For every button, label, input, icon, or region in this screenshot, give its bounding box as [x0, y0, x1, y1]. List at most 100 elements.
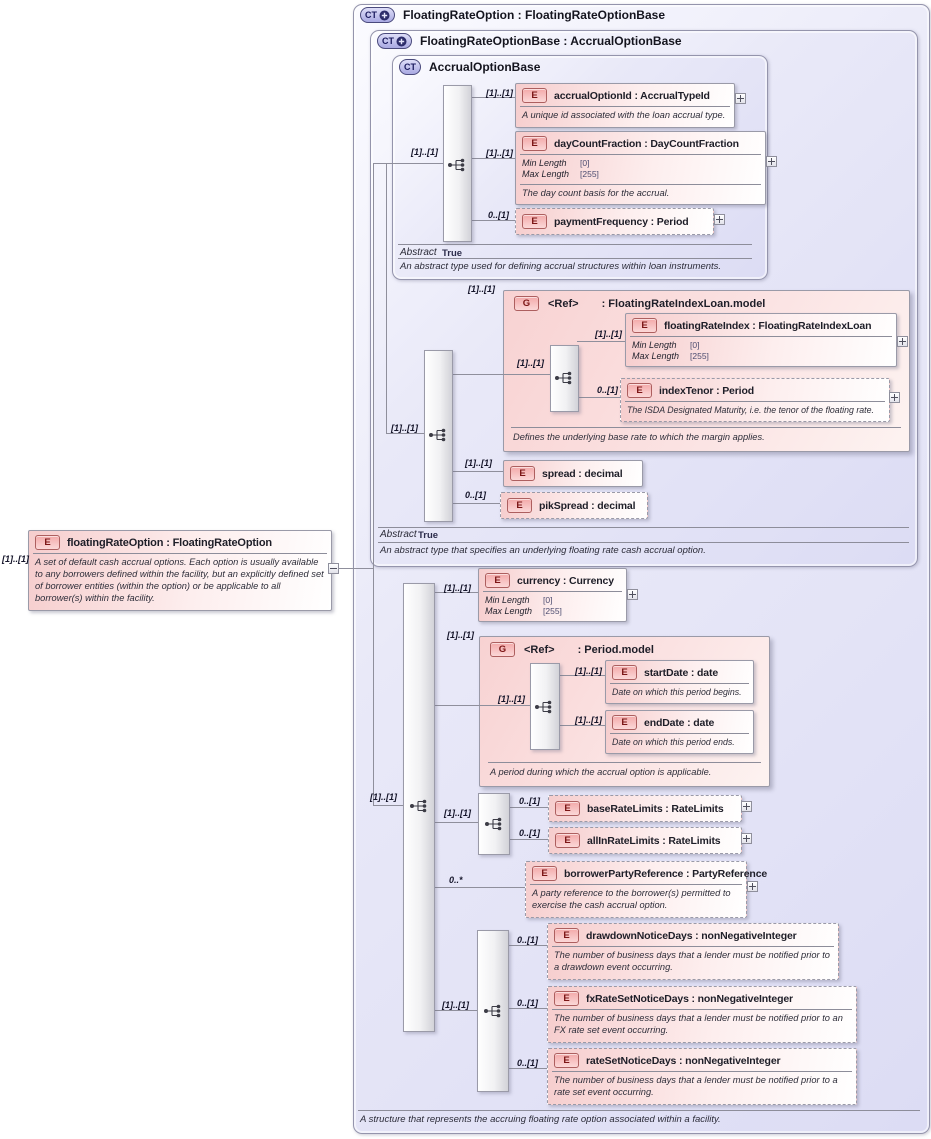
- element-icon: E: [555, 833, 580, 848]
- element-floatingRateIndex[interactable]: E floatingRateIndex : FloatingRateIndexL…: [625, 313, 897, 367]
- expand-handle[interactable]: [627, 589, 638, 600]
- element-icon: E: [632, 318, 657, 333]
- element-endDate[interactable]: E endDate : date Date on which this peri…: [605, 710, 754, 755]
- element-dayCountFraction[interactable]: E dayCountFraction : DayCountFraction Mi…: [515, 131, 766, 206]
- ct-description: An abstract type used for defining accru…: [400, 261, 722, 272]
- element-icon: E: [555, 801, 580, 816]
- sequence-icon: [448, 158, 465, 172]
- sequence-connector[interactable]: [477, 930, 509, 1092]
- connector-line: [577, 397, 620, 398]
- sequence-connector[interactable]: [550, 345, 579, 412]
- element-currency[interactable]: E currency : Currency Min Length[0] Max …: [478, 568, 627, 622]
- expand-handle[interactable]: [714, 214, 725, 225]
- element-icon: E: [554, 928, 579, 943]
- element-paymentFrequency[interactable]: E paymentFrequency : Period: [515, 208, 714, 235]
- sequence-icon: [485, 817, 502, 831]
- expand-handle[interactable]: [741, 801, 752, 812]
- facet-list: Min Length[0] Max Length[255]: [516, 155, 765, 184]
- sequence-icon: [484, 1004, 501, 1018]
- element-baseRateLimits[interactable]: E baseRateLimits : RateLimits: [548, 795, 742, 822]
- connector-line: [470, 97, 515, 98]
- sequence-connector[interactable]: [424, 350, 453, 522]
- cardinality-label: [1]..[1]: [447, 630, 474, 640]
- element-label: fxRateSetNoticeDays : nonNegativeInteger: [586, 992, 793, 1005]
- divider: [530, 884, 742, 885]
- sequence-connector[interactable]: [478, 793, 510, 855]
- divider: [378, 527, 909, 528]
- element-accrualOptionId[interactable]: E accrualOptionId : AccrualTypeId A uniq…: [515, 83, 735, 128]
- connector-line: [507, 1008, 547, 1009]
- cardinality-label: [1]..[1]: [498, 694, 525, 704]
- element-label: spread : decimal: [542, 467, 623, 480]
- abstract-label: Abstract: [400, 247, 437, 258]
- divider: [398, 244, 752, 245]
- divider: [488, 762, 761, 763]
- element-icon: E: [507, 498, 532, 513]
- collapse-handle[interactable]: [328, 563, 339, 574]
- divider: [378, 542, 909, 543]
- connector-line: [451, 503, 500, 504]
- element-drawdownNoticeDays[interactable]: E drawdownNoticeDays : nonNegativeIntege…: [547, 923, 839, 980]
- facet-list: Min Length[0] Max Length[255]: [479, 592, 626, 621]
- cardinality-label: [1]..[1]: [486, 148, 513, 158]
- element-description: The number of business days that a lende…: [554, 1013, 843, 1035]
- element-borrowerPartyReference[interactable]: E borrowerPartyReference : PartyReferenc…: [525, 861, 767, 918]
- expand-handle[interactable]: [897, 336, 908, 347]
- element-fxRateSetNoticeDays[interactable]: E fxRateSetNoticeDays : nonNegativeInteg…: [547, 986, 857, 1043]
- expand-handle[interactable]: [766, 156, 777, 167]
- element-label: baseRateLimits : RateLimits: [587, 802, 724, 815]
- facet-label: Min Length: [522, 158, 567, 168]
- cardinality-label: 0..*: [449, 875, 463, 885]
- facet-label: Min Length: [485, 595, 530, 605]
- element-description: The number of business days that a lende…: [554, 950, 830, 972]
- connector-line: [558, 725, 605, 726]
- element-icon: E: [522, 136, 547, 151]
- connector-line: [451, 374, 550, 375]
- element-allInRateLimits[interactable]: E allInRateLimits : RateLimits: [548, 827, 742, 854]
- connector-line: [386, 433, 424, 434]
- ct-title: AccrualOptionBase: [429, 60, 541, 74]
- sequence-connector[interactable]: [403, 583, 435, 1032]
- facet-value: [0]: [580, 158, 590, 168]
- circled-plus-icon: [379, 10, 390, 20]
- element-pikSpread[interactable]: E pikSpread : decimal: [500, 492, 648, 519]
- divider: [33, 553, 327, 554]
- facet-label: Max Length: [522, 168, 570, 179]
- connector-line: [470, 158, 515, 159]
- sequence-connector[interactable]: [443, 85, 472, 242]
- facet-value: [0]: [690, 340, 700, 350]
- element-indexTenor[interactable]: E indexTenor : Period The ISDA Designate…: [620, 378, 890, 423]
- ct-header-floatingRateOptionBase[interactable]: CT FloatingRateOptionBase : AccrualOptio…: [377, 33, 682, 49]
- cardinality-label: 0..[1]: [517, 998, 539, 1008]
- expand-handle[interactable]: [741, 833, 752, 844]
- ct-description: An abstract type that specifies an under…: [380, 545, 706, 556]
- element-label: allInRateLimits : RateLimits: [587, 834, 721, 847]
- expand-handle[interactable]: [889, 392, 900, 403]
- element-icon: E: [554, 991, 579, 1006]
- expand-handle[interactable]: [747, 881, 758, 892]
- element-spread[interactable]: E spread : decimal: [503, 460, 643, 487]
- element-floatingRateOption[interactable]: E floatingRateOption : FloatingRateOptio…: [28, 530, 332, 611]
- facet-value: [0]: [543, 595, 553, 605]
- element-startDate[interactable]: E startDate : date Date on which this pe…: [605, 660, 754, 705]
- ct-header-floatingRateOption[interactable]: CT FloatingRateOption : FloatingRateOpti…: [360, 7, 665, 23]
- element-label: paymentFrequency : Period: [554, 215, 689, 228]
- element-icon: E: [522, 88, 547, 103]
- divider: [552, 946, 834, 947]
- sequence-icon: [410, 799, 427, 813]
- abstract-value: True: [418, 530, 439, 541]
- connector-line: [508, 807, 548, 808]
- element-rateSetNoticeDays[interactable]: E rateSetNoticeDays : nonNegativeInteger…: [547, 1048, 857, 1105]
- divider: [520, 183, 761, 185]
- sequence-connector[interactable]: [530, 663, 560, 750]
- connector-line: [338, 568, 373, 569]
- group-icon: G: [514, 296, 539, 311]
- element-label: borrowerPartyReference : PartyReference: [564, 867, 768, 880]
- sequence-icon: [535, 700, 552, 714]
- element-icon: E: [510, 466, 535, 481]
- ct-header-accrualOptionBase[interactable]: CT AccrualOptionBase: [399, 59, 540, 75]
- element-label: startDate : date: [644, 666, 719, 679]
- expand-handle[interactable]: [735, 93, 746, 104]
- element-description: The day count basis for the accrual.: [522, 187, 670, 198]
- abstract-value: True: [442, 248, 463, 259]
